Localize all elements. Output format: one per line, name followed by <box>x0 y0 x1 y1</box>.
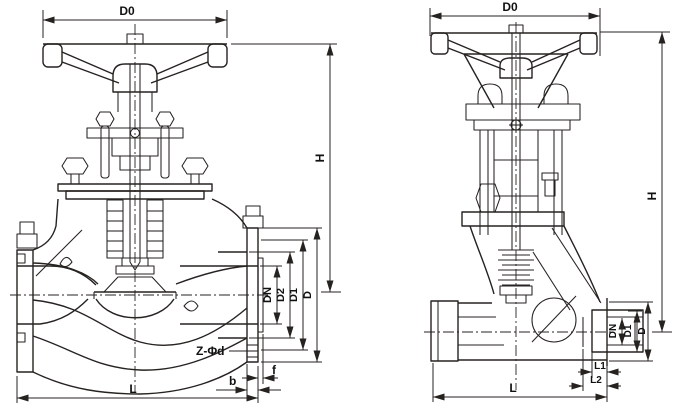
right-valve-body <box>430 295 644 366</box>
right-valve: D0 H DN D1 D L1 L2 <box>424 0 672 402</box>
dim-label-b: b <box>229 374 236 388</box>
dim-label-z-phi-d: Z-Φd <box>196 344 225 358</box>
dim-label-d-right: D <box>637 327 648 334</box>
dim-label-l-left: L <box>129 382 136 396</box>
dim-label-f: f <box>272 363 277 377</box>
left-valve-centerlines <box>10 24 268 392</box>
left-valve-bonnet <box>57 64 213 293</box>
dim-label-l1: L1 <box>594 361 606 372</box>
left-valve: D0 H DN D2 D1 D Z-Φd <box>10 4 341 403</box>
dim-label-d-left: D <box>302 291 314 299</box>
dim-label-h-left: H <box>313 154 327 163</box>
dim-label-d0-left: D0 <box>119 4 135 18</box>
right-valve-centerlines <box>424 22 614 390</box>
dim-label-l2: L2 <box>590 375 602 386</box>
dim-label-d1-right: D1 <box>623 324 634 337</box>
dim-label-d0-right: D0 <box>502 0 518 14</box>
dim-label-h-right: H <box>645 192 659 201</box>
dim-label-d2-left: D2 <box>275 288 287 302</box>
right-valve-dimensions: D0 H DN D1 D L1 L2 <box>429 0 672 402</box>
right-valve-bonnet <box>461 33 602 311</box>
dim-label-l-right: L <box>509 381 516 395</box>
dim-label-dn-left: DN <box>262 287 274 303</box>
right-valve-bellows <box>498 249 534 304</box>
dim-label-dn-right: DN <box>608 324 619 338</box>
dim-label-d1-left: D1 <box>288 288 300 302</box>
left-valve-dimensions: D0 H DN D2 D1 D Z-Φd <box>16 4 341 403</box>
right-valve-handwheel <box>430 24 598 79</box>
left-valve-body <box>16 198 264 395</box>
left-valve-handwheel <box>42 33 228 93</box>
left-valve-gland-assembly <box>61 92 209 185</box>
